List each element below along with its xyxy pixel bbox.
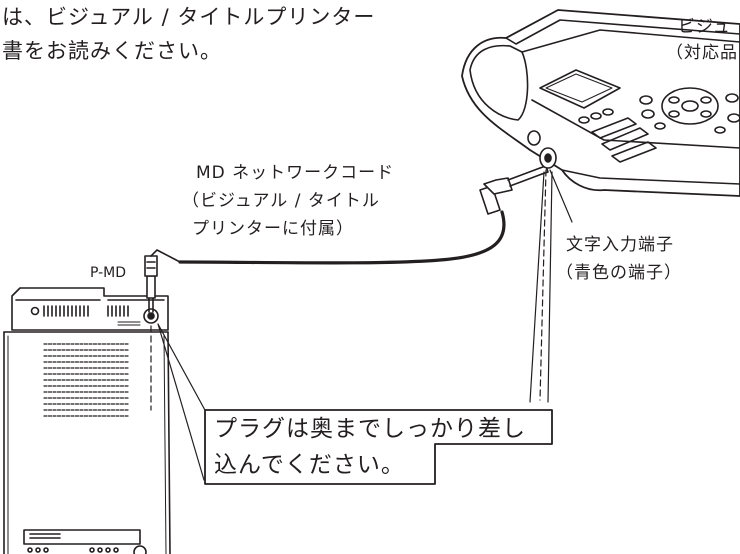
jack-label-line2: （青色の端子）	[556, 263, 682, 283]
md-network-cord	[144, 165, 549, 313]
callout-line1: プラグは奥までしっかり差し	[214, 416, 526, 442]
cord-label-line2: （ビジュアル / タイトル	[182, 191, 380, 211]
callout-line2: 込んでください。	[214, 452, 405, 478]
cord-label-line3: プリンターに付属）	[192, 219, 354, 239]
title-printer	[461, 9, 740, 197]
stereo-unit	[3, 287, 171, 554]
jack-label-line1: 文字入力端子	[566, 235, 674, 255]
cord-label-line1: MD ネットワークコード	[196, 163, 395, 183]
top-text-line2: 書をお読みください。	[2, 39, 222, 63]
callout-box	[204, 409, 553, 485]
leader-lines	[150, 169, 573, 481]
printer-label-line1: ビジュ	[678, 17, 731, 37]
top-text-line1: は、ビジュアル / タイトルプリンター	[2, 5, 376, 29]
speaker-grille	[43, 343, 129, 417]
printer-label-line2: （対応品	[666, 43, 738, 63]
port-label: P-MD	[90, 265, 127, 281]
